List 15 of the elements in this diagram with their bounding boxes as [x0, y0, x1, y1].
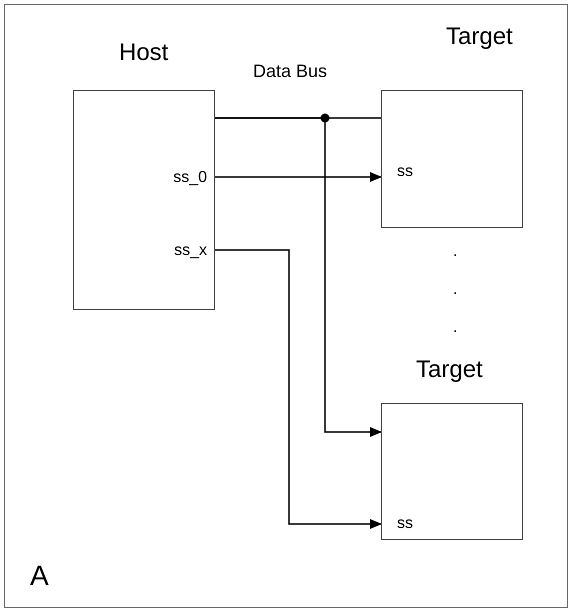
ellipsis-dot: .: [453, 319, 458, 337]
node-heading: Target: [416, 356, 483, 384]
node-heading: Target: [446, 23, 513, 51]
panel-letter: A: [30, 560, 49, 592]
ellipsis-dot: .: [453, 243, 458, 261]
signal-label: ss_x: [174, 242, 207, 260]
ellipsis-dot: .: [453, 281, 458, 299]
node-heading: Host: [119, 39, 168, 67]
signal-label: ss: [397, 163, 413, 181]
signal-label: ss: [397, 515, 413, 533]
arrow: [215, 117, 382, 437]
edge-label: Data Bus: [253, 61, 328, 82]
arrow: [215, 249, 382, 529]
signal-label: ss_0: [173, 169, 207, 187]
arrow: [215, 172, 382, 182]
